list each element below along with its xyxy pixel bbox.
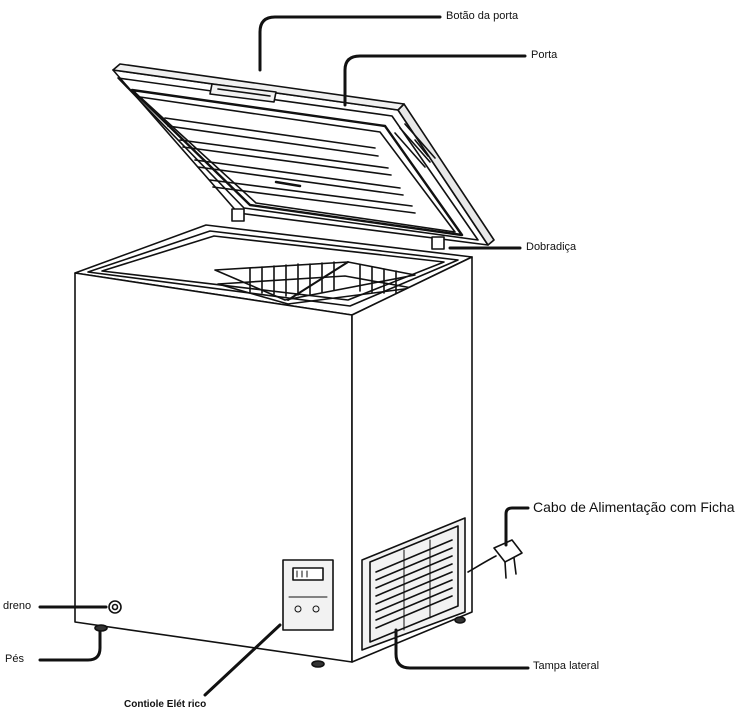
hinge-label: Dobradiça (526, 241, 577, 253)
door-lid (112, 63, 495, 246)
electronic-control-label: Contiole Elét rico (124, 699, 207, 710)
leader-electronic-control (203, 623, 282, 697)
leader-power-cable (504, 506, 530, 547)
leader-door-button (258, 15, 442, 72)
leader-door (343, 54, 527, 107)
side-cover-label: Tampa lateral (533, 660, 600, 672)
feet (94, 616, 466, 668)
side-cover (361, 517, 466, 651)
power-cable-label: Cabo de Alimentação com Ficha (533, 499, 735, 515)
leader-side-cover (394, 628, 530, 670)
hinge-left (231, 208, 245, 222)
electronic-control-panel (282, 559, 334, 631)
door-button (209, 83, 277, 103)
leader-lines (38, 15, 530, 697)
power-cable-plug (467, 539, 523, 579)
feet-label: Pés (5, 653, 24, 665)
leader-feet (38, 630, 102, 662)
door-label: Porta (531, 49, 558, 61)
door-button-label: Botão da porta (446, 10, 519, 22)
drain (108, 600, 122, 614)
hinge-right (431, 236, 445, 250)
drain-label: dreno (3, 600, 32, 612)
